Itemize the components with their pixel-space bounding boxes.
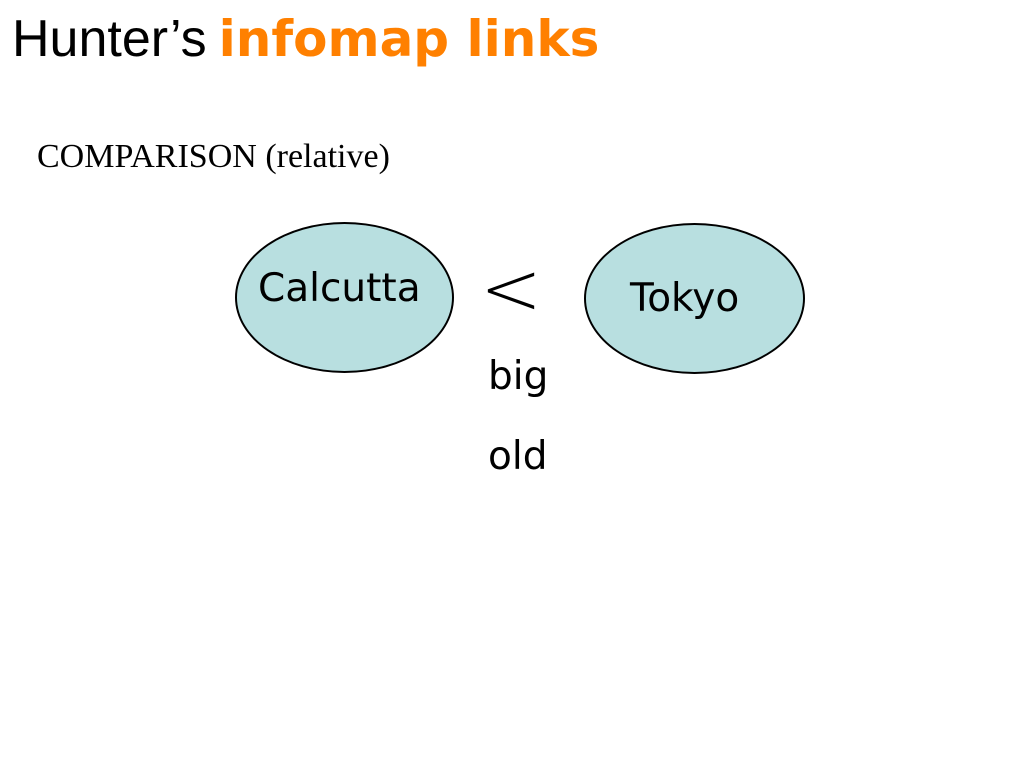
attribute-old: old (488, 434, 548, 479)
subtitle: COMPARISON (relative) (37, 138, 390, 175)
title-accent: infomap links (218, 10, 600, 68)
attribute-big: big (488, 354, 549, 399)
node-calcutta (235, 222, 454, 373)
title-plain: Hunter’s (12, 10, 207, 68)
less-than-symbol: < (480, 246, 543, 332)
node-calcutta-label: Calcutta (258, 266, 421, 311)
node-tokyo-label: Tokyo (630, 276, 740, 321)
node-tokyo (584, 223, 805, 374)
